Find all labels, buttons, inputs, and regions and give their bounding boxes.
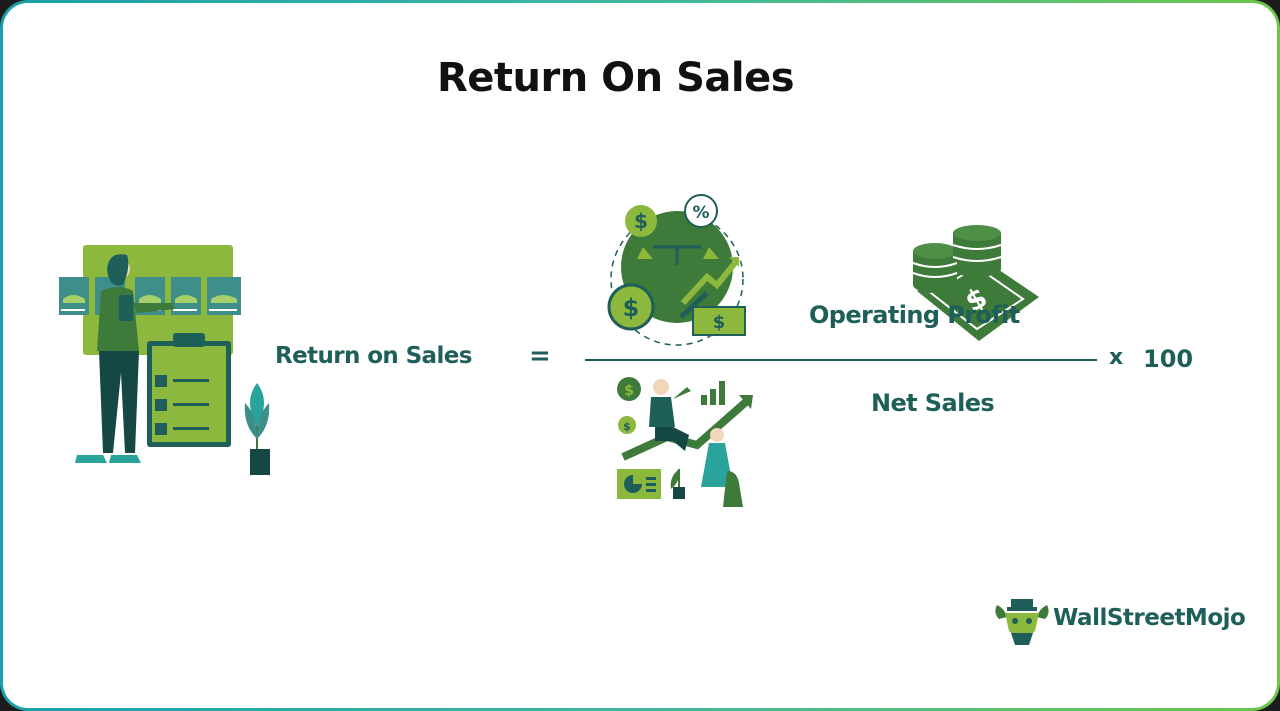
equals-sign: =: [529, 341, 551, 371]
denominator-label: Net Sales: [871, 389, 995, 417]
brand-name: WallStreetMojo: [1053, 605, 1246, 631]
svg-text:$: $: [623, 294, 640, 322]
svg-text:%: %: [692, 203, 709, 223]
page-title: Return On Sales: [437, 55, 795, 101]
presenter-illustration: [59, 245, 270, 475]
svg-text:$: $: [623, 420, 631, 433]
svg-text:$: $: [624, 383, 634, 399]
numerator-label: Operating Profit: [809, 301, 1020, 329]
svg-text:$: $: [713, 312, 726, 333]
svg-text:$: $: [634, 209, 648, 233]
operating-profit-illustration: $ % $ $: [607, 194, 746, 346]
fraction-bar: [585, 359, 1097, 361]
formula-lhs: Return on Sales: [275, 343, 472, 369]
coins-illustration: $: [912, 225, 1039, 341]
diagram-canvas: Return On Sales: [3, 3, 1277, 708]
multiplier-value: 100: [1143, 345, 1194, 373]
multiply-sign: x: [1109, 345, 1124, 370]
net-sales-illustration: $ $: [617, 377, 753, 507]
wallstreetmojo-logo: [995, 599, 1049, 645]
